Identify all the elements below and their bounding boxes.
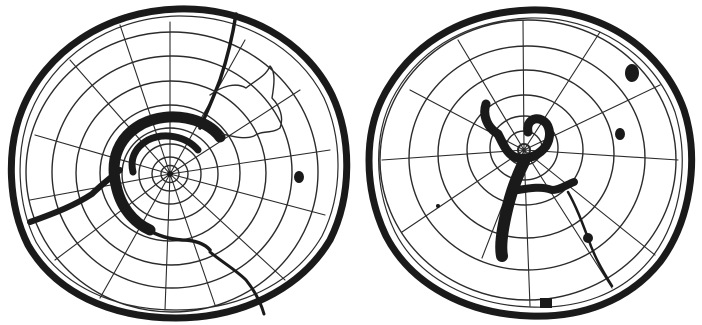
right-heart-rot-lower <box>501 162 524 256</box>
right-knot-upper <box>625 64 639 82</box>
left-bark-inner <box>20 16 338 310</box>
right-bark-notch <box>540 298 552 308</box>
right-knot-crack <box>583 233 593 243</box>
right-heart-rot-branch <box>518 182 574 190</box>
left-bark-outline <box>11 9 346 318</box>
right-bark-inner <box>379 18 683 307</box>
left-radial-crack <box>30 170 120 222</box>
right-knot-middle <box>615 128 625 140</box>
right-medullary-rays <box>382 20 678 306</box>
left-pith <box>167 171 173 177</box>
right-log-section <box>369 10 692 316</box>
right-speck <box>436 204 440 208</box>
left-medullary-rays <box>30 22 330 310</box>
left-knot <box>294 171 304 183</box>
left-log-section <box>11 9 346 318</box>
